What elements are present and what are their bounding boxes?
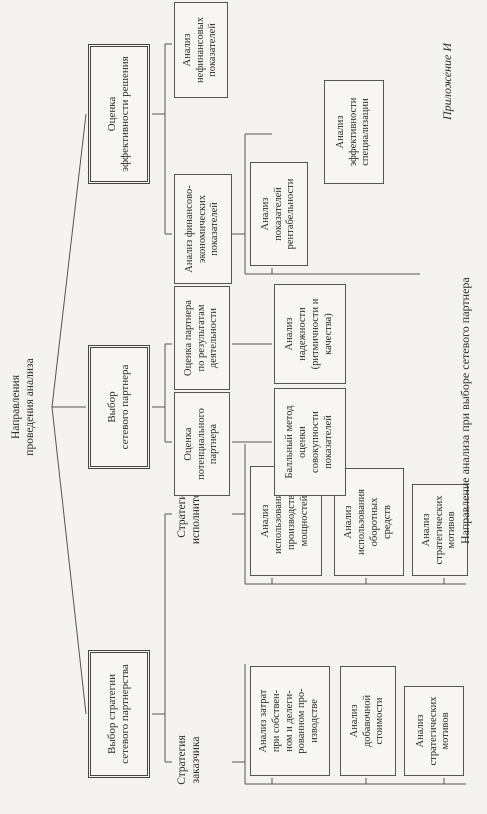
specialization-analysis: Анализ эффективности специализации — [324, 80, 384, 184]
root-node: Направления проведения анализа — [10, 358, 36, 456]
financial-indicators: Анализ финансово- экономических показате… — [174, 174, 232, 284]
customer-item-cost: Анализ затрат при собствен- ном и делеги… — [250, 666, 330, 776]
potential-partner-eval: Оценка потенциального партнера — [174, 392, 230, 496]
branch-partner-choice: Выбор сетевого партнера — [88, 345, 150, 469]
branch-effectiveness: Оценка эффективности решения — [88, 44, 150, 184]
customer-item-motives: Анализ стратегических мотивов — [404, 686, 464, 776]
customer-item-value-added: Анализ добавочной стоимости — [340, 666, 396, 776]
reliability-analysis: Анализ надежности (ритмичности и качеств… — [274, 284, 346, 384]
branch-strategy-choice: Выбор стратегии сетевого партнерства — [88, 650, 150, 778]
figure-caption: Направление анализа при выборе сетевого … — [458, 277, 472, 544]
scoring-method: Балльный метод оценки совокупности показ… — [274, 388, 346, 496]
nonfinancial-indicators: Анализ нефинансовых показателей — [174, 2, 228, 98]
profitability-analysis: Анализ показателей рентабельности — [250, 162, 308, 266]
customer-strategy: Стратегия заказчика — [176, 735, 202, 785]
partner-results-eval: Оценка партнера по результатам деятельно… — [174, 286, 230, 390]
